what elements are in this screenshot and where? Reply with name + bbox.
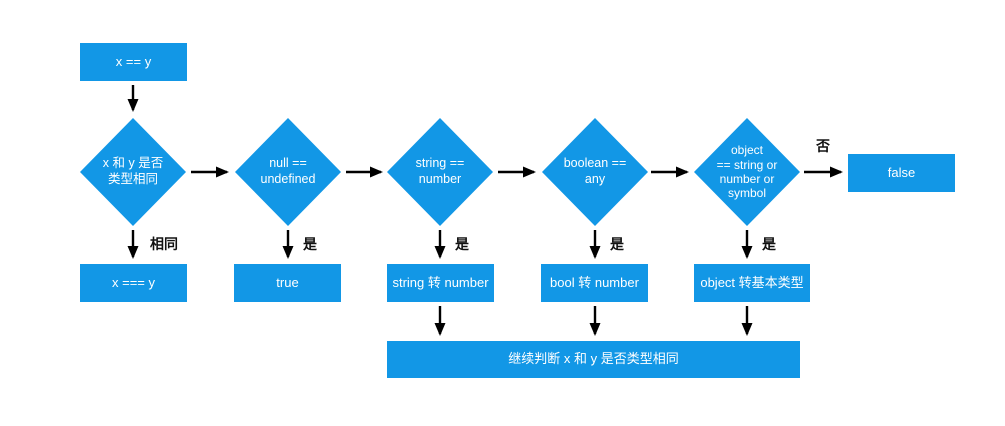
node-continue-check: 继续判断 x 和 y 是否类型相同 <box>387 341 800 378</box>
node-start: x == y <box>80 43 187 81</box>
node-result-false: false <box>848 154 955 192</box>
node-start-label: x == y <box>115 53 152 69</box>
edge-label-yes-null-undefined: 是 <box>303 236 317 252</box>
node-check-string-number-label: string == number <box>415 156 465 186</box>
edge-label-no: 否 <box>816 138 830 154</box>
edge-label-yes-boolean-any: 是 <box>610 236 624 252</box>
edge-label-yes-string-number: 是 <box>455 236 469 252</box>
node-result-false-label: false <box>887 164 916 180</box>
node-convert-object-label: object 转基本类型 <box>700 274 804 290</box>
node-result-strict-equal: x === y <box>80 264 187 302</box>
node-result-true-label: true <box>276 274 299 290</box>
node-convert-bool-to-number: bool 转 number <box>541 264 648 302</box>
edge-label-same: 相同 <box>150 236 178 252</box>
node-check-same-type-label: x 和 y 是否 类型相同 <box>102 156 164 186</box>
node-convert-string-label: string 转 number <box>392 274 489 290</box>
node-result-strict-equal-label: x === y <box>112 274 155 290</box>
node-convert-string-to-number: string 转 number <box>387 264 494 302</box>
node-check-null-undefined-label: null == undefined <box>260 156 316 186</box>
node-continue-check-label: 继续判断 x 和 y 是否类型相同 <box>508 351 679 367</box>
node-result-true: true <box>234 264 341 302</box>
node-convert-object-to-primitive: object 转基本类型 <box>694 264 810 302</box>
node-check-object-primitive-label: object == string or number or symbol <box>716 143 778 201</box>
node-convert-bool-label: bool 转 number <box>550 274 639 290</box>
node-check-boolean-any-label: boolean == any <box>563 156 627 186</box>
edge-label-yes-object-primitive: 是 <box>762 236 776 252</box>
